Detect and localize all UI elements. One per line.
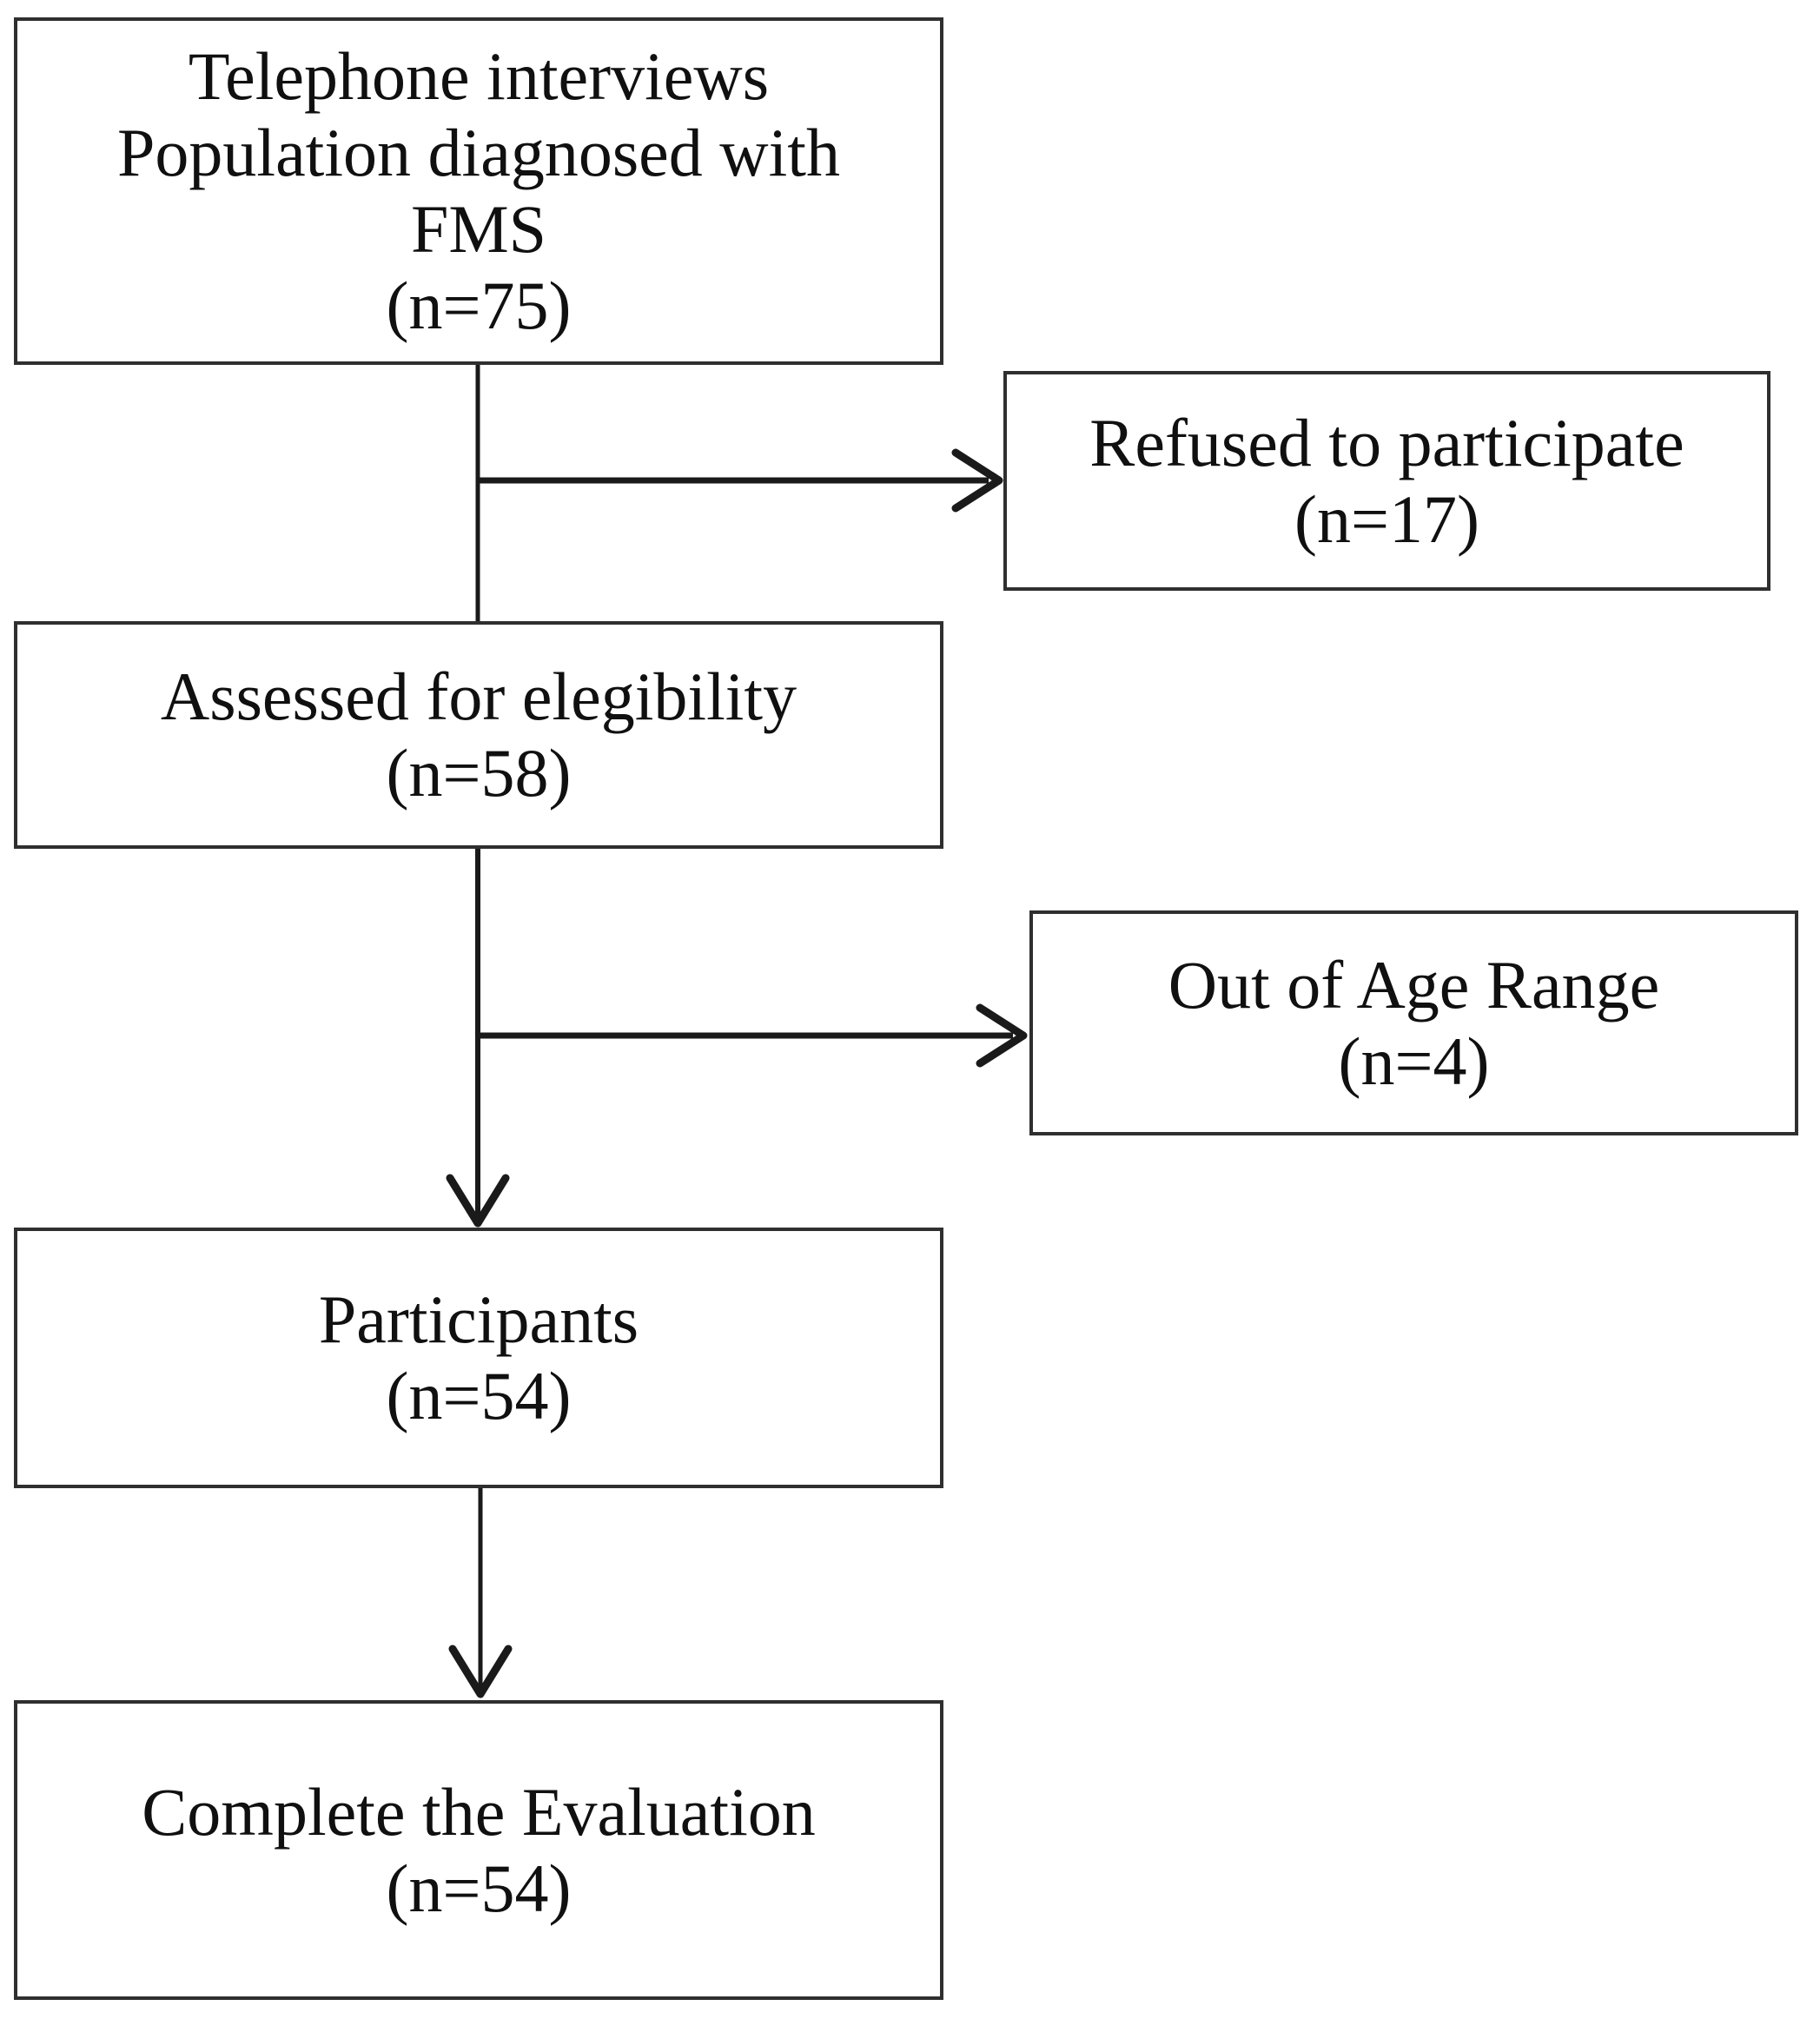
node-complete-the-evaluation: Complete the Evaluation (n=54) [14,1700,943,2000]
edge-assessed-to-participants [446,849,510,1228]
text-line: Complete the Evaluation [142,1773,816,1850]
node-participants: Participants (n=54) [14,1228,943,1488]
arrowhead-down-icon [448,1645,513,1698]
arrowhead-down-icon [446,1174,510,1228]
text-line: (n=54) [386,1358,572,1433]
arrowhead-right-icon [951,448,1003,513]
node-assessed-for-elegibility: Assessed for elegibility (n=58) [14,621,943,849]
node-out-of-age-range: Out of Age Range (n=4) [1029,910,1798,1135]
edge-telephone-to-refused [476,448,1003,513]
text-line: FMS [410,191,547,267]
text-line: Assessed for elegibility [160,659,797,734]
text-line: Refused to participate [1089,404,1684,480]
text-line: Telephone interviews [188,38,770,114]
text-line: (n=17) [1294,480,1479,557]
text-line: Participants [318,1281,639,1357]
text-line: (n=4) [1338,1023,1490,1099]
edge-participants-to-complete [448,1488,513,1698]
text-line: Population diagnosed with [117,115,840,190]
text-line: (n=54) [386,1850,572,1926]
text-line: (n=75) [386,268,572,343]
node-refused-to-participate: Refused to participate (n=17) [1003,371,1770,591]
node-telephone-interviews: Telephone interviews Population diagnose… [14,17,943,365]
text-line: Out of Age Range [1168,946,1660,1023]
edge-assessed-to-out-of-age [480,1003,1028,1068]
arrowhead-right-icon [976,1003,1028,1068]
text-line: (n=58) [386,735,572,811]
